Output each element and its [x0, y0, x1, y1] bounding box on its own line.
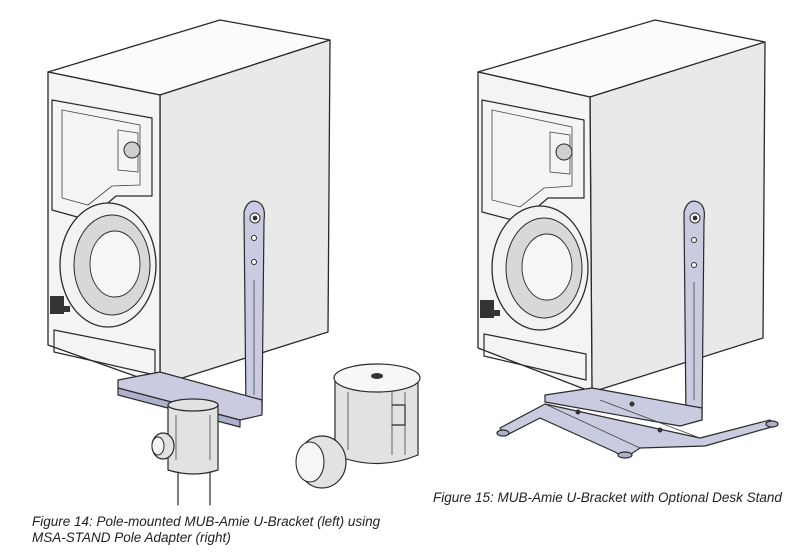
speaker-on-desk-stand-illustration [477, 19, 779, 459]
figure-14-caption: Figure 14: Pole-mounted MUB-Amie U-Brack… [32, 514, 381, 545]
speaker-on-pole-mount-illustration [47, 19, 421, 506]
figure-15-caption: Figure 15: MUB-Amie U-Bracket with Optio… [433, 490, 782, 505]
